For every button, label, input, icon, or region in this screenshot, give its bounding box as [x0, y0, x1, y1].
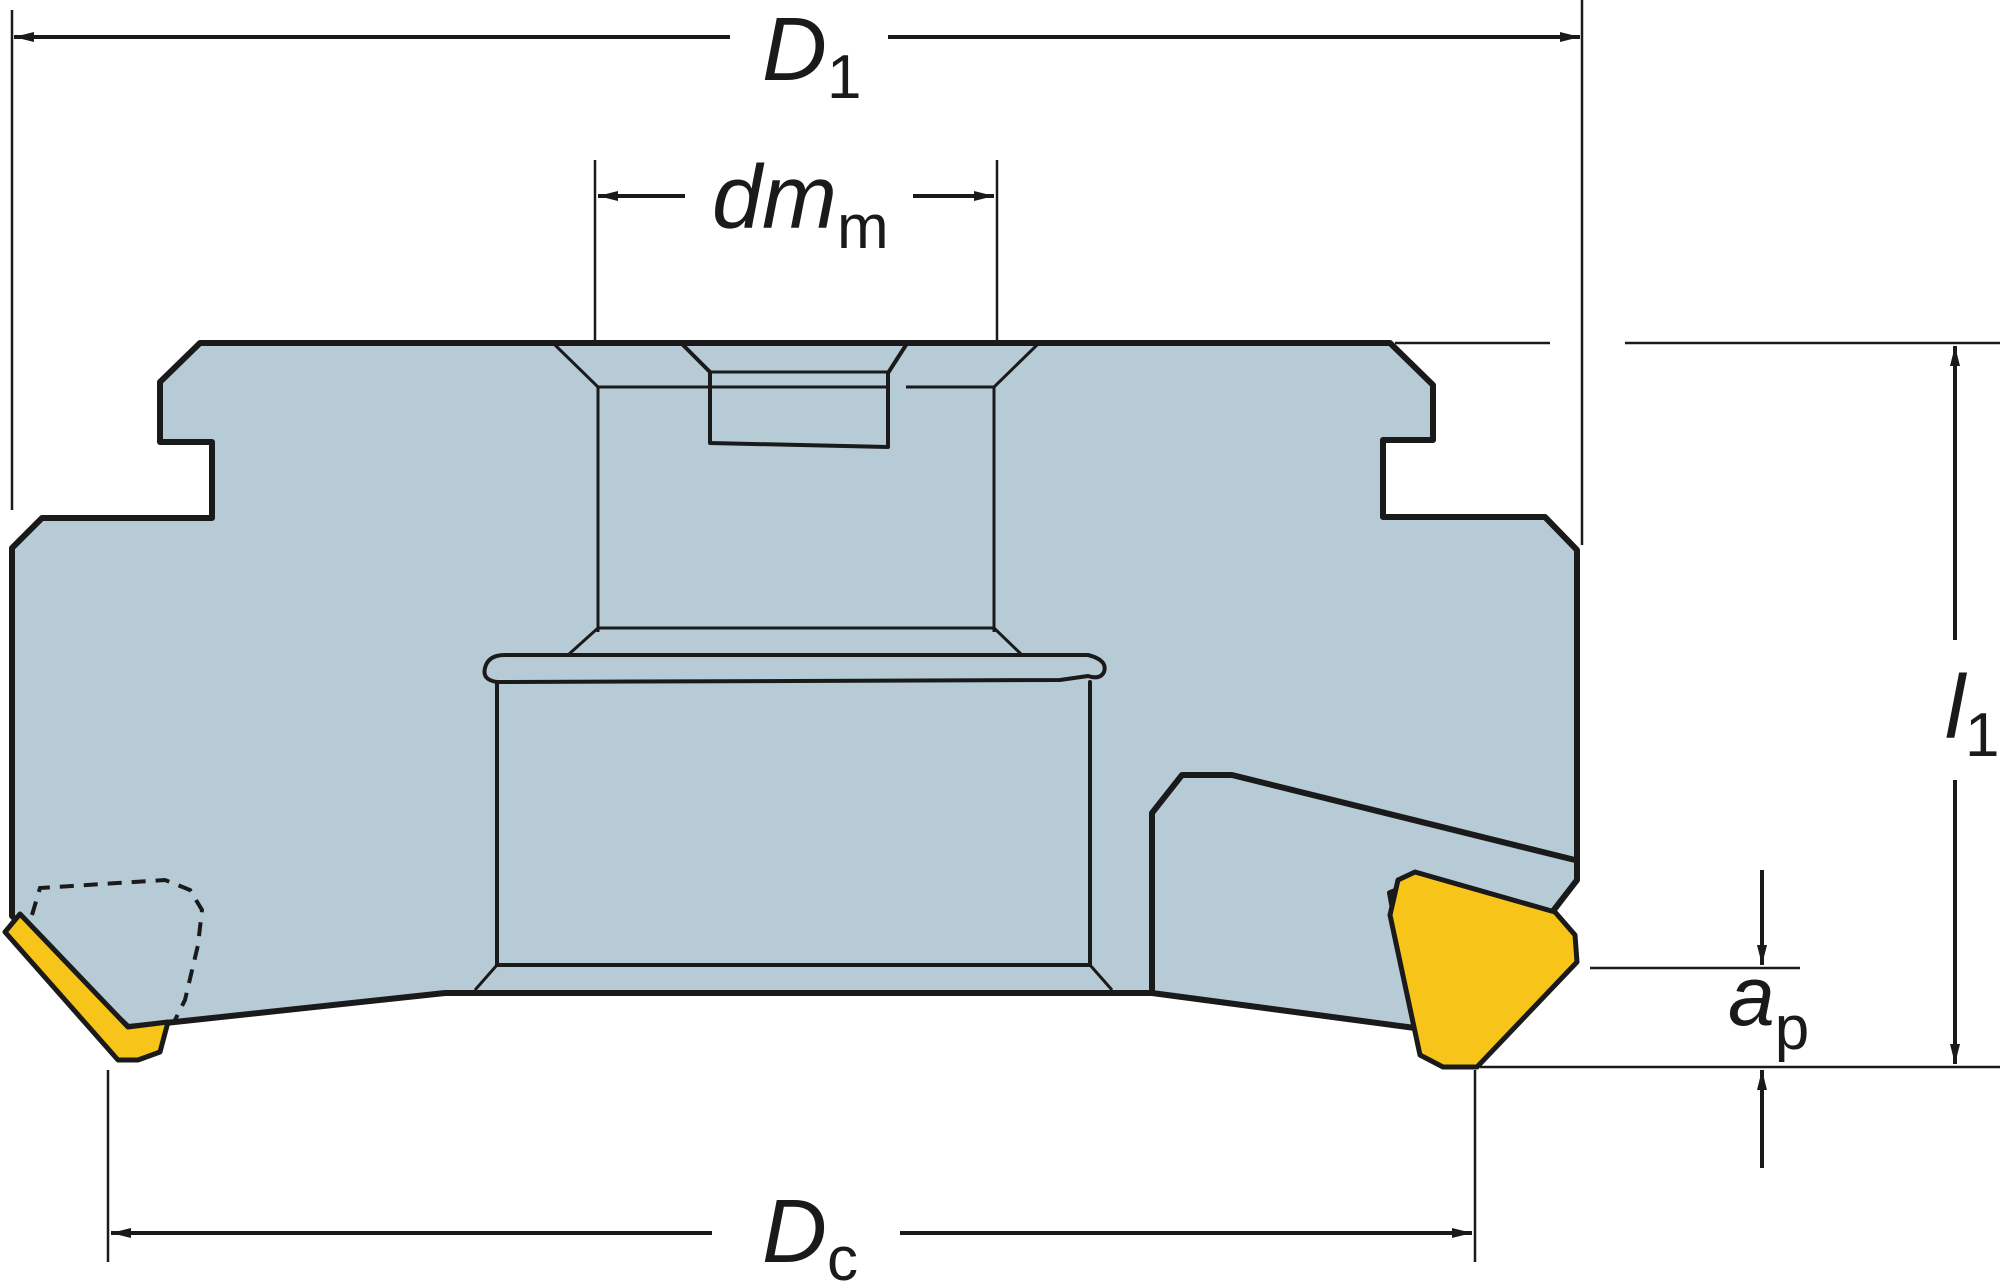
label-ap: ap	[1728, 949, 1809, 1063]
label-d1: D1	[762, 0, 861, 112]
insert-left	[2, 911, 171, 1063]
bore-step	[566, 626, 1024, 657]
counterbore-chamfer	[473, 964, 1114, 991]
relief-groove	[482, 653, 1107, 684]
key-slot	[681, 343, 908, 449]
dimension-lines	[14, 32, 1960, 1238]
hidden-insert-outline	[30, 877, 205, 1021]
chip-pocket	[1149, 772, 1578, 996]
label-dc: Dc	[762, 1182, 858, 1288]
label-dmm: dmm	[712, 148, 889, 262]
inserts	[2, 869, 1580, 1070]
extension-lines	[10, 0, 2000, 1262]
counterbore	[495, 680, 1092, 967]
insert-right	[1387, 869, 1580, 1070]
label-l1: l1	[1945, 658, 1999, 770]
dimension-labels: D1 dmm l1 ap Dc	[712, 0, 1999, 1288]
cutter-body	[9, 340, 1580, 1031]
